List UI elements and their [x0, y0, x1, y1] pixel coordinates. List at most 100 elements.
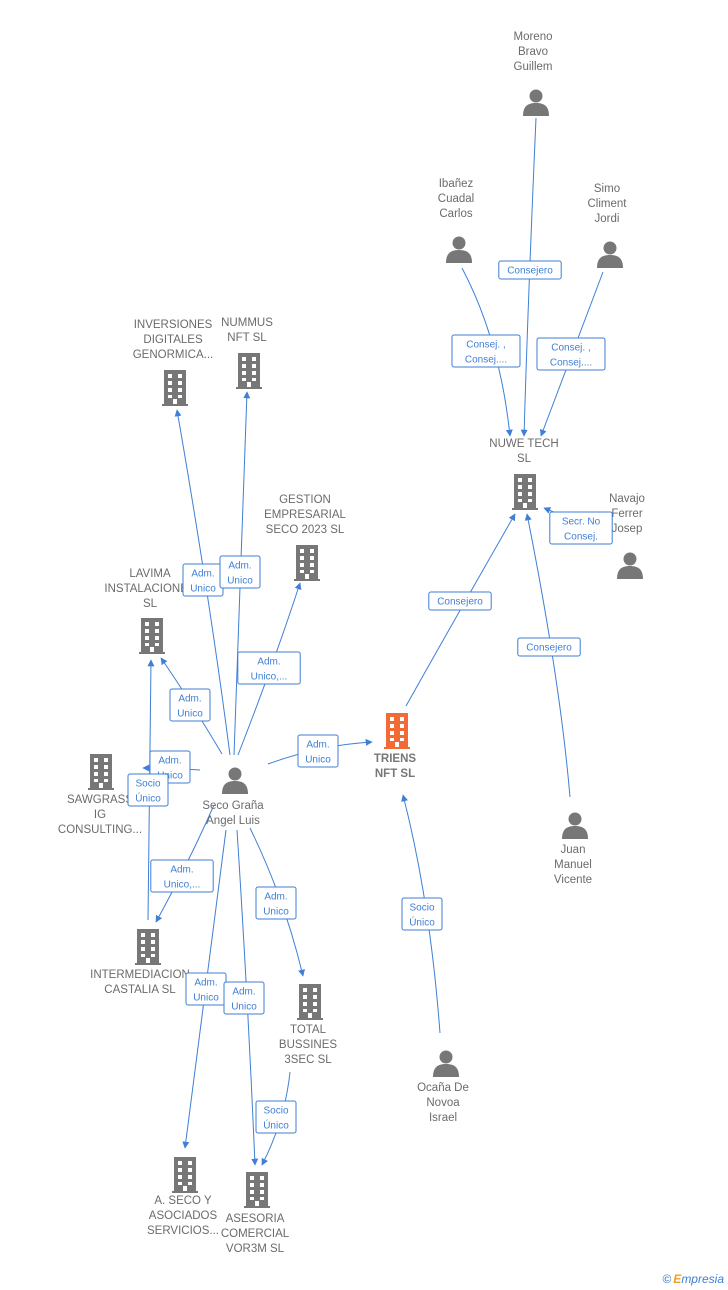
node-label-line: Moreno — [514, 31, 553, 43]
relation-label-juan-nuwe[interactable]: Consejero — [517, 637, 581, 657]
relation-label-triens-nuwe[interactable]: Consejero — [428, 591, 492, 611]
relation-label-seco-gestion[interactable]: Adm.Unico,... — [237, 651, 301, 685]
relation-text: Adm.Unico — [305, 740, 331, 766]
copyright-icon: © — [662, 1272, 672, 1286]
relation-label-seco-aseco[interactable]: Adm.Unico — [185, 972, 227, 1006]
relation-text-line: Unico,... — [164, 880, 201, 891]
relation-text-line: Único — [409, 916, 435, 929]
relation-text: Adm.Unico — [227, 561, 253, 587]
node-label-line: Ibañez — [439, 178, 474, 190]
node-label-line: Israel — [429, 1112, 457, 1124]
building-icon — [244, 1172, 270, 1208]
person-icon — [562, 812, 588, 839]
node-label-line: Ocaña De — [417, 1082, 469, 1094]
relation-box — [127, 773, 169, 807]
relation-text: Adm. Unico — [157, 756, 183, 782]
node-label-line: SERVICIOS... — [147, 1225, 219, 1237]
person-icon — [222, 767, 248, 794]
node-label-line: Seco Graña — [202, 800, 264, 812]
relation-text-line: Unico — [190, 584, 216, 595]
node-label-line: GESTION — [279, 494, 331, 506]
relation-box — [169, 688, 211, 722]
node-label-line: ASESORIA — [226, 1213, 285, 1225]
node-label-line: Navajo — [609, 493, 645, 505]
relation-text-line: Socio — [135, 779, 160, 790]
building-icon — [512, 474, 538, 510]
node-label-line: NFT SL — [375, 768, 415, 780]
relation-text-line: Adm. — [158, 756, 181, 767]
relation-box — [451, 334, 521, 368]
relation-label-seco-inversiones[interactable]: Adm. Unico — [182, 563, 224, 597]
relation-text-line: Único — [135, 792, 161, 805]
relation-label-moreno-nuwe[interactable]: Consejero — [498, 260, 562, 280]
building-icon — [236, 353, 262, 389]
relation-text-line: Adm. — [191, 569, 214, 580]
node-label-line: INVERSIONES — [134, 319, 213, 331]
node-label-line: INTERMEDIACION — [90, 969, 190, 981]
relation-box — [549, 511, 613, 545]
relation-label-seco-intermediacion[interactable]: Adm.Unico,... — [150, 859, 214, 893]
relation-label-seco-lavima[interactable]: Adm.Unico — [169, 688, 211, 722]
relation-label-seco-asesoria[interactable]: Adm.Unico — [223, 981, 265, 1015]
node-label-line: Ferrer — [611, 508, 642, 520]
relation-label-ibanez-nuwe[interactable]: Consej. ,Consej.... — [451, 334, 521, 368]
node-label-line: SAWGRASS — [67, 794, 133, 806]
building-icon — [88, 754, 114, 790]
node-label-line: NUWE TECH — [489, 438, 558, 450]
node-label-line: Simo — [594, 183, 620, 195]
relation-label-simo-nuwe[interactable]: Consej. ,Consej.... — [536, 337, 606, 371]
edge-juan-nuwe — [524, 513, 571, 798]
relation-label-seco-total[interactable]: Adm.Unico — [255, 886, 297, 920]
relation-text-line: Adm. — [232, 987, 255, 998]
building-icon — [162, 370, 188, 406]
node-label-line: SL — [143, 598, 158, 610]
relation-box — [498, 260, 562, 280]
relation-label-seco-nummus[interactable]: Adm.Unico — [219, 555, 261, 589]
relation-text-line: Consej. — [564, 532, 598, 543]
node-label-line: Bravo — [518, 46, 548, 58]
relation-text-line: Unico — [157, 771, 183, 782]
relation-label-seco-triens[interactable]: Adm.Unico — [297, 734, 339, 768]
empresia-watermark[interactable]: ©Empresia — [662, 1272, 724, 1286]
relation-text-line: Unico — [177, 709, 203, 720]
node-label-line: Manuel — [554, 859, 592, 871]
node-label-line: Angel Luis — [206, 815, 260, 827]
relation-text-line: Consej.... — [465, 355, 507, 366]
node-label-line: ASOCIADOS — [149, 1210, 218, 1222]
person-icon — [617, 552, 643, 579]
building-icon — [294, 545, 320, 581]
brand-rest: mpresia — [681, 1272, 724, 1286]
relation-text: Consejero — [526, 643, 572, 654]
node-label-line: INSTALACIONES — [104, 583, 195, 595]
